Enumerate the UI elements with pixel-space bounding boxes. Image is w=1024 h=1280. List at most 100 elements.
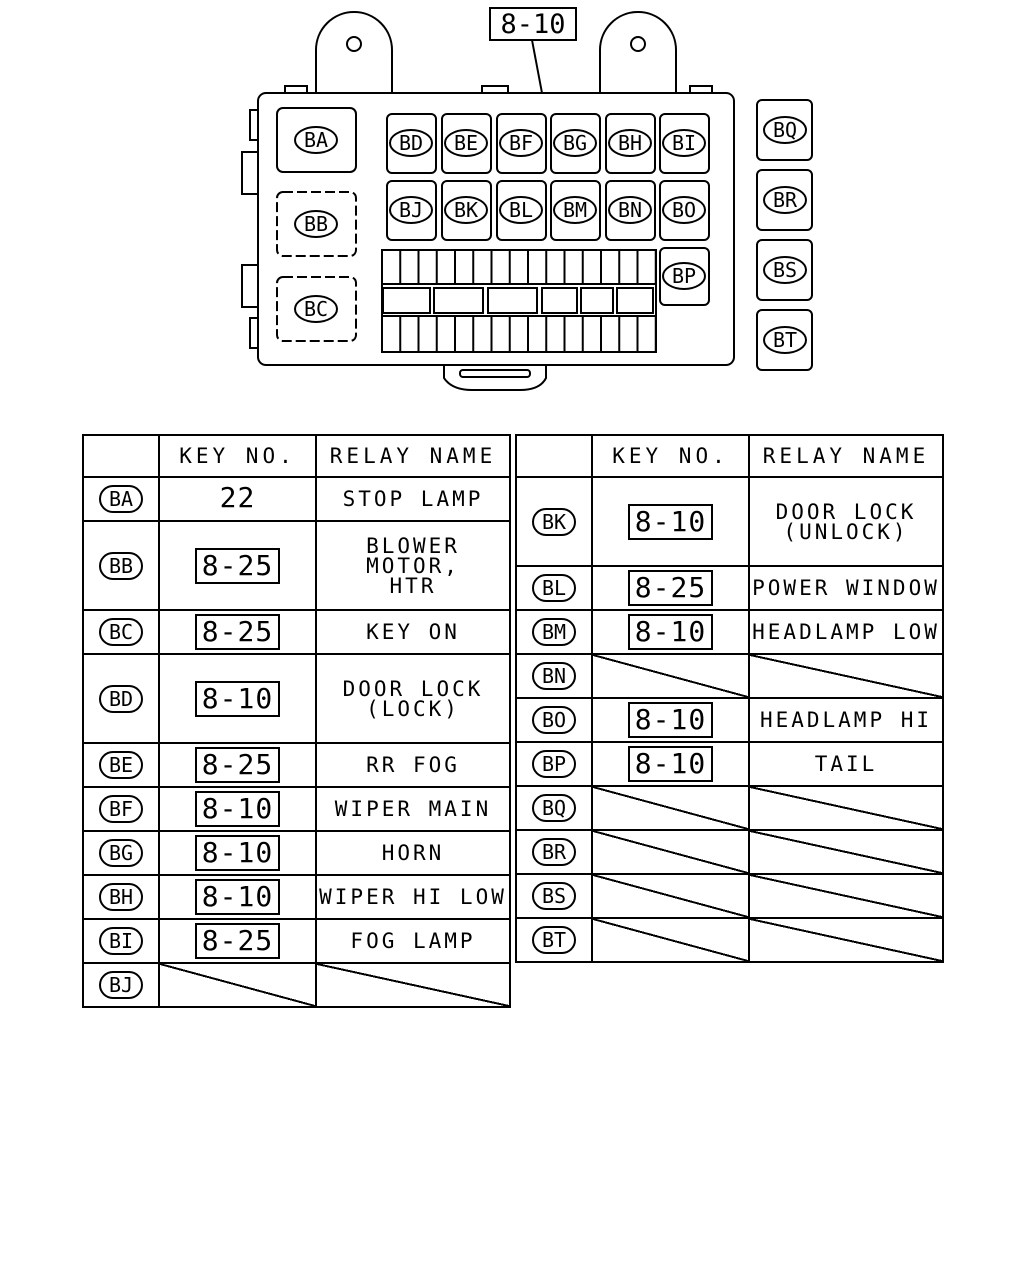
left-mount-hole — [346, 36, 362, 52]
fuse-slot — [616, 287, 654, 314]
relay-id-cell: BS — [515, 873, 593, 919]
relay-slot-BN — [605, 180, 656, 241]
table-row: BT — [515, 917, 944, 963]
relay-id-oval — [294, 126, 338, 154]
relay-id-cell: BO — [515, 697, 593, 743]
relay-slot-BC — [276, 276, 357, 342]
key-number-box: 8-10 — [194, 835, 281, 871]
header-relay-name: RELAY NAME — [315, 434, 511, 478]
key-no-cell: 22 — [158, 476, 317, 522]
fuse-block — [381, 249, 657, 353]
key-no-cell: 8-25 — [158, 609, 317, 655]
relay-id-oval — [763, 326, 807, 354]
relay-name-cell: STOP LAMP — [315, 476, 511, 522]
relay-id-cell: BN — [515, 653, 593, 699]
relay-id-label-bh: BH — [618, 131, 642, 155]
relay-id-cell: BD — [82, 653, 160, 744]
relay-id-oval: BA — [99, 485, 143, 513]
key-no-cell: 8-25 — [158, 520, 317, 611]
relay-id-cell: BL — [515, 565, 593, 611]
relay-name-cell: POWER WINDOW — [748, 565, 944, 611]
relay-name-line: POWER WINDOW — [752, 576, 940, 600]
relay-id-oval — [608, 129, 652, 157]
relay-id-oval: BN — [532, 662, 576, 690]
relay-id-oval — [389, 129, 433, 157]
relay-name-line: RR FOG — [366, 753, 460, 777]
key-no-cell: 8-10 — [591, 741, 750, 787]
table-row: BD 8-10 DOOR LOCK(LOCK) — [82, 653, 511, 744]
relay-id-cell: BQ — [515, 785, 593, 831]
relay-id-oval — [662, 262, 706, 290]
relay-id-oval: BQ — [532, 794, 576, 822]
key-number-box: 8-25 — [627, 570, 714, 606]
relay-id-cell: BC — [82, 609, 160, 655]
relay-id-cell: BB — [82, 520, 160, 611]
relay-id-oval — [389, 196, 433, 224]
fuse-teeth — [399, 250, 657, 352]
key-number: 22 — [219, 481, 256, 514]
relay-id-oval — [444, 196, 488, 224]
relay-id-oval — [662, 196, 706, 224]
table-row: BN — [515, 653, 944, 699]
relay-id-oval — [763, 186, 807, 214]
relay-name-cell: DOOR LOCK(LOCK) — [315, 653, 511, 744]
relay-id-label-bl: BL — [509, 198, 533, 222]
relay-id-oval — [294, 295, 338, 323]
table-header-row: KEY NO. RELAY NAME — [82, 434, 511, 478]
relay-name-cell: WIPER HI LOW — [315, 874, 511, 920]
relay-id-oval — [608, 196, 652, 224]
relay-id-label-bb: BB — [304, 212, 328, 236]
relay-id-cell: BA — [82, 476, 160, 522]
relay-slot-BR — [756, 169, 813, 231]
relay-name-line: HEADLAMP LOW — [752, 620, 940, 644]
relay-name-line: WIPER HI LOW — [319, 885, 507, 909]
relay-id-oval — [553, 196, 597, 224]
relay-id-label-bt: BT — [773, 328, 797, 352]
relay-name-cell — [748, 873, 944, 919]
key-no-cell: 8-25 — [158, 742, 317, 788]
table-row: BJ — [82, 962, 511, 1008]
relay-id-cell: BG — [82, 830, 160, 876]
key-no-cell — [591, 917, 750, 963]
relay-name-line: KEY ON — [366, 620, 460, 644]
relay-name-line: DOOR LOCK — [775, 499, 917, 524]
relay-id-label-bk: BK — [454, 198, 478, 222]
header-relay-name: RELAY NAME — [748, 434, 944, 478]
bottom-connector — [443, 365, 547, 391]
relay-id-oval: BC — [99, 618, 143, 646]
relay-id-label-bs: BS — [773, 258, 797, 282]
relay-slot-BI — [659, 113, 710, 174]
key-number-box: 8-10 — [627, 746, 714, 782]
relay-id-label-bi: BI — [672, 131, 696, 155]
key-no-cell — [591, 785, 750, 831]
key-number-box: 8-10 — [194, 680, 281, 717]
relay-slot-BO — [659, 180, 710, 241]
fuse-slot — [433, 287, 484, 314]
housing-tab — [241, 151, 259, 195]
relay-id-label-ba: BA — [304, 128, 328, 152]
key-number-box: 8-10 — [627, 702, 714, 738]
relay-id-oval: BH — [99, 883, 143, 911]
key-no-cell: 8-10 — [158, 874, 317, 920]
key-no-cell: 8-10 — [158, 830, 317, 876]
relay-name-cell: TAIL — [748, 741, 944, 787]
relay-id-oval — [763, 116, 807, 144]
relay-slot-BT — [756, 309, 813, 371]
relay-id-oval: BE — [99, 751, 143, 779]
relay-name-cell: WIPER MAIN — [315, 786, 511, 832]
relay-slot-BA — [276, 107, 357, 173]
key-number-box: 8-25 — [194, 547, 281, 584]
relay-name-cell: KEY ON — [315, 609, 511, 655]
relay-id-label-bm: BM — [563, 198, 587, 222]
key-number-box: 8-25 — [194, 747, 281, 783]
fuse-slot — [382, 287, 431, 314]
relay-id-oval — [499, 196, 543, 224]
relay-id-oval: BB — [99, 551, 143, 580]
relay-slot-BP — [659, 247, 710, 306]
left-mount-bracket — [315, 11, 393, 92]
right-mount-hole — [630, 36, 646, 52]
